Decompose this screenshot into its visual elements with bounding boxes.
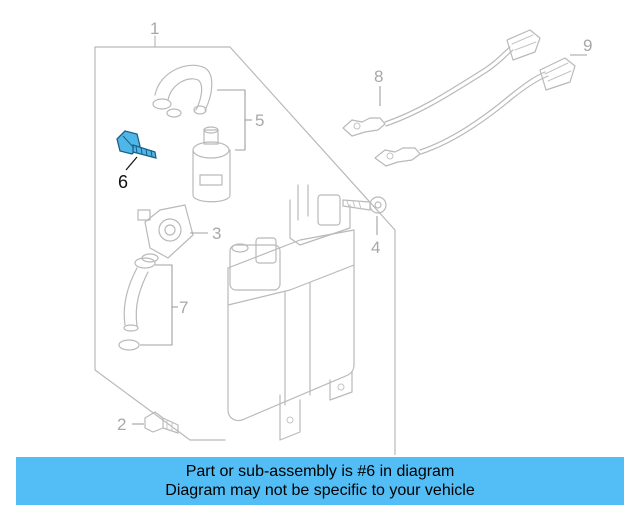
parts-diagram: 5 3 7 — [94, 19, 592, 455]
charcoal-canister — [227, 184, 355, 441]
banner-line-2: Diagram may not be specific to your vehi… — [165, 482, 475, 499]
oxygen-sensor-8 — [342, 46, 514, 137]
connector-hose — [118, 257, 156, 351]
assembly-outline — [94, 35, 396, 455]
callout-7: 7 — [179, 298, 188, 317]
callout-9: 9 — [583, 36, 592, 55]
callout-7-leader — [140, 264, 173, 346]
purge-valve — [137, 204, 194, 263]
info-banner: Part or sub-assembly is #6 in diagram Di… — [16, 457, 624, 505]
bolt-4 — [342, 196, 387, 214]
vent-hose — [152, 64, 213, 118]
callout-8: 8 — [374, 67, 383, 86]
connector-8 — [506, 29, 541, 61]
connector-9 — [539, 57, 576, 91]
callout-6: 6 — [118, 172, 128, 192]
bolt-2 — [144, 411, 179, 434]
callout-2: 2 — [117, 415, 126, 434]
callout-5: 5 — [255, 111, 264, 130]
callout-6-leader — [125, 156, 138, 171]
callout-3: 3 — [212, 224, 221, 243]
banner-line-1: Part or sub-assembly is #6 in diagram — [185, 463, 455, 480]
callout-1: 1 — [150, 19, 159, 38]
callout-5-leader — [217, 89, 252, 151]
callout-4: 4 — [371, 238, 380, 257]
oxygen-sensor-9 — [374, 71, 549, 167]
screw-6-highlighted — [116, 130, 157, 159]
filter-valve — [192, 126, 231, 203]
